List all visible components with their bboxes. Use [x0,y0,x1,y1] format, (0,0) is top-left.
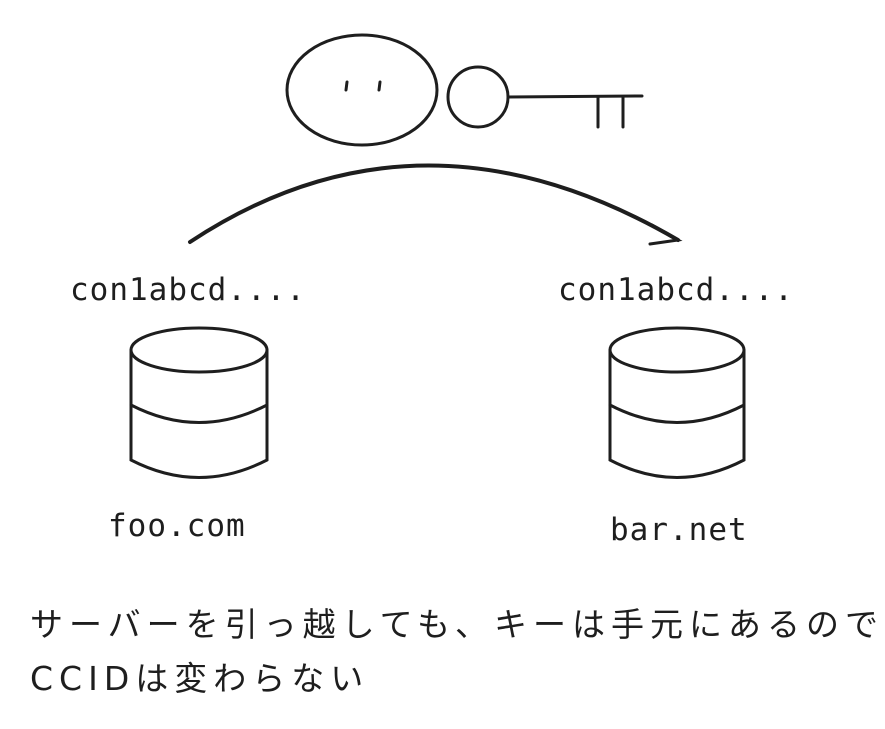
key-icon [446,65,644,129]
migration-arrow [188,163,683,246]
source-id-label: con1abcd.... [70,272,306,308]
database-bar-icon [608,326,746,479]
caption-line-2: CCIDは変わらない [30,659,370,698]
target-id-label: con1abcd.... [558,272,794,308]
source-server-label: foo.com [108,508,246,544]
database-foo-icon [129,326,269,479]
user-face-icon [285,33,439,147]
target-server-label: bar.net [610,512,748,548]
caption-line-1: サーバーを引っ越しても、キーは手元にあるので [30,605,885,644]
